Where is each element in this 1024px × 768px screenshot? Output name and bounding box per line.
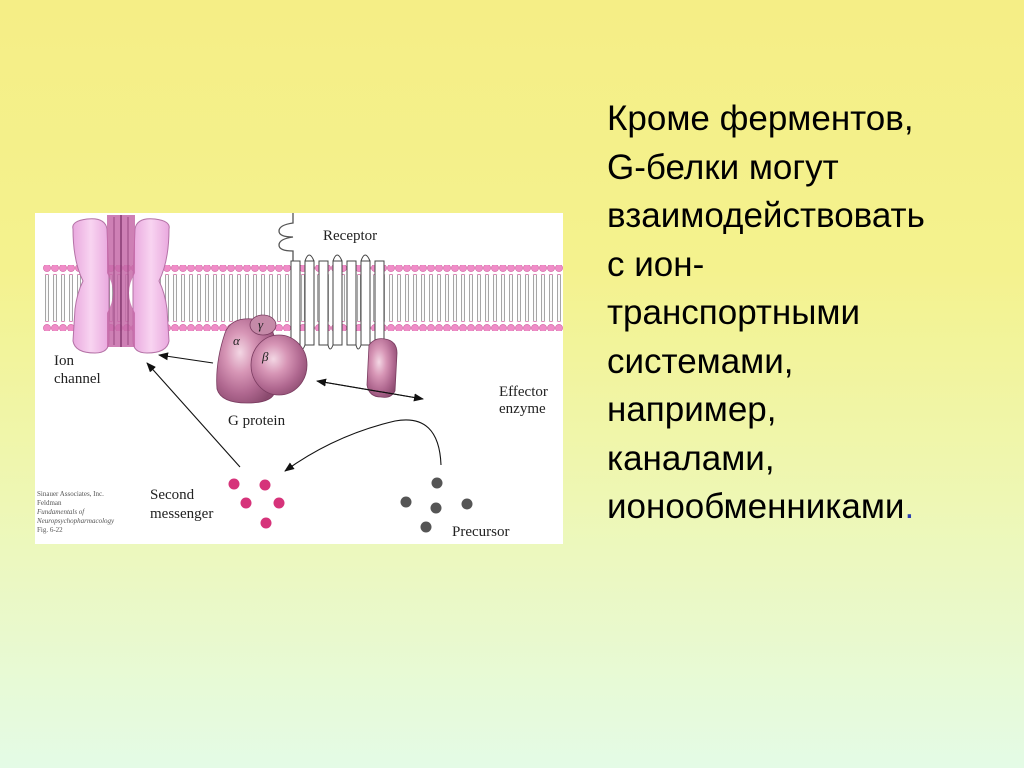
pathway-arrows [146,352,442,472]
second-messenger-label-line2: messenger [150,506,213,522]
body-text-line: с ион- [607,244,705,284]
gamma-label: γ [258,317,264,332]
alpha-label: α [233,333,241,348]
svg-text:Fundamentals of: Fundamentals of [36,508,85,516]
body-text-line: транспортными [607,293,861,332]
beta-label: β [261,349,269,364]
effector-label-line1: Effector [499,384,548,400]
g-protein-label: G protein [228,413,286,429]
body-text-line: каналами, [607,438,775,478]
body-text-line: системами, [607,341,794,381]
arrow-g-protein-to-ion-channel [158,352,214,364]
g-protein-diagram: Receptor γ α β G protein Effector enzyme… [35,213,563,544]
arrow-effector-back [316,378,424,400]
svg-text:Sinauer Associates, Inc.: Sinauer Associates, Inc. [37,490,104,498]
receptor-helices [290,260,385,346]
precursor-molecules [400,477,473,533]
ion-channel-left-subunit [72,218,110,354]
ion-channel-label-line1: Ion [54,353,74,369]
ion-channel-label-line2: channel [54,371,101,387]
receptor-n-terminus [278,213,294,263]
body-text-line: Кроме ферментов, [607,99,914,138]
second-messenger-label-line1: Second [150,487,195,503]
figure-credit: Sinauer Associates, Inc. Feldman Fundame… [36,490,115,534]
body-text-last-word: ионообменниками [607,487,905,526]
outer-lipid-heads [43,265,563,275]
svg-text:Fig. 6-22: Fig. 6-22 [37,526,63,534]
g-protein: γ α β G protein [216,314,308,429]
svg-text:Feldman: Feldman [37,499,62,507]
body-text-line: взаимодействовать [607,196,925,235]
body-text-line: например, [607,390,777,429]
inner-lipid-heads [43,321,563,331]
arrow-messenger-to-ion-channel [146,362,241,468]
receptor-label: Receptor [323,228,377,244]
svg-text:Neuropsychopharmacology: Neuropsychopharmacology [36,517,115,525]
body-text-line-last: ионообменниками. [607,483,1007,532]
precursor-label: Precursor [452,524,509,540]
g-protein-beta-subunit [250,334,308,396]
effector-enzyme: Effector enzyme [366,338,548,417]
receptor: Receptor [278,213,390,350]
slide-body-text: Кроме ферментов, G-белки могут взаимодей… [607,95,1007,532]
arrow-precursor-to-messenger [284,419,442,472]
ion-channel [72,215,170,354]
effector-label-line2: enzyme [499,401,546,417]
body-text-line: G-белки могут [607,147,839,187]
body-text-end-mark: . [904,487,915,526]
second-messenger-molecules [228,478,285,529]
g-protein-gamma-subunit [249,314,277,336]
